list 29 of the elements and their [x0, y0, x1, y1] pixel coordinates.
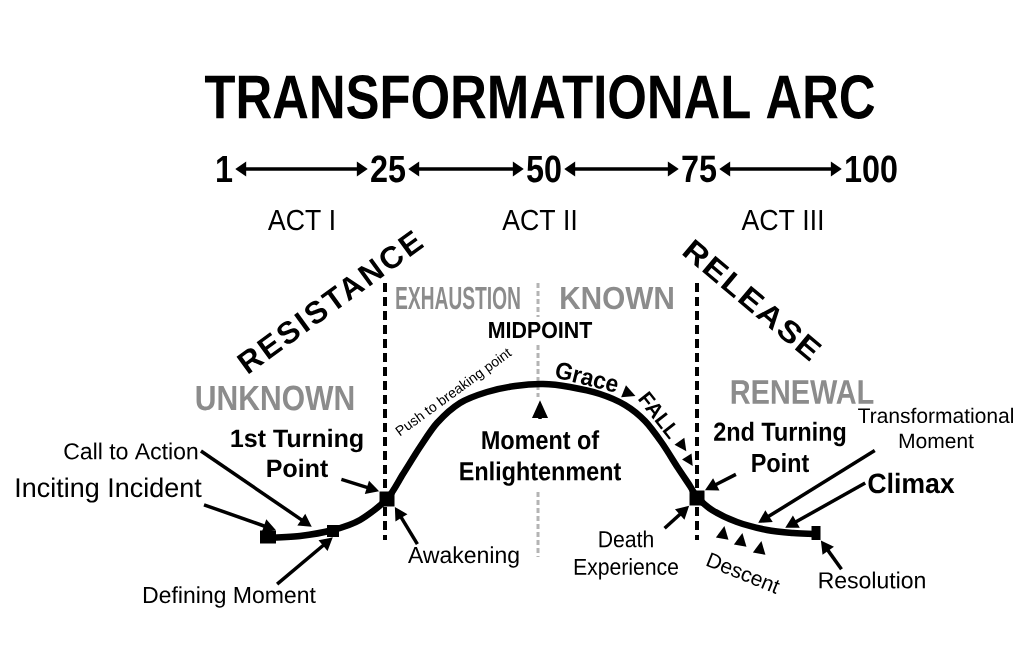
event-label: Transformational Moment — [858, 407, 1013, 449]
act-label: ACT I — [267, 209, 334, 231]
event-label: Call to Action — [64, 442, 198, 460]
act-label: ACT III — [741, 209, 823, 231]
event-label: Moment of Enlightenment — [460, 430, 621, 486]
point-marker — [689, 490, 705, 506]
point-marker — [379, 491, 395, 507]
point-marker — [811, 526, 821, 540]
event-label: 2nd Turning Point — [714, 421, 846, 473]
point-marker — [327, 525, 339, 537]
phase-label: KNOWN — [561, 286, 673, 310]
event-label: Death Experience — [574, 530, 678, 580]
event-label: Resolution — [819, 571, 925, 589]
event-label: 1st Turning Point — [231, 428, 363, 478]
curve-label: Grace — [556, 362, 618, 392]
scale-number: 1 — [217, 155, 233, 183]
scale-number: 50 — [527, 155, 561, 183]
scale-number: 100 — [846, 155, 897, 183]
phase-label: RENEWAL — [731, 380, 874, 404]
scale-number: 25 — [371, 155, 406, 183]
phase-label: UNKNOWN — [196, 385, 354, 411]
scale-number: 75 — [682, 155, 717, 183]
event-label: Inciting Incident — [16, 477, 202, 503]
act-label: ACT II — [502, 209, 576, 231]
event-label: Defining Moment — [143, 586, 316, 608]
event-label: Awakening — [408, 546, 519, 568]
midpoint-label: MIDPOINT — [489, 321, 593, 339]
diagram-title: TRANSFORMATIONAL ARC — [204, 75, 875, 119]
event-label: Climax — [868, 472, 955, 494]
